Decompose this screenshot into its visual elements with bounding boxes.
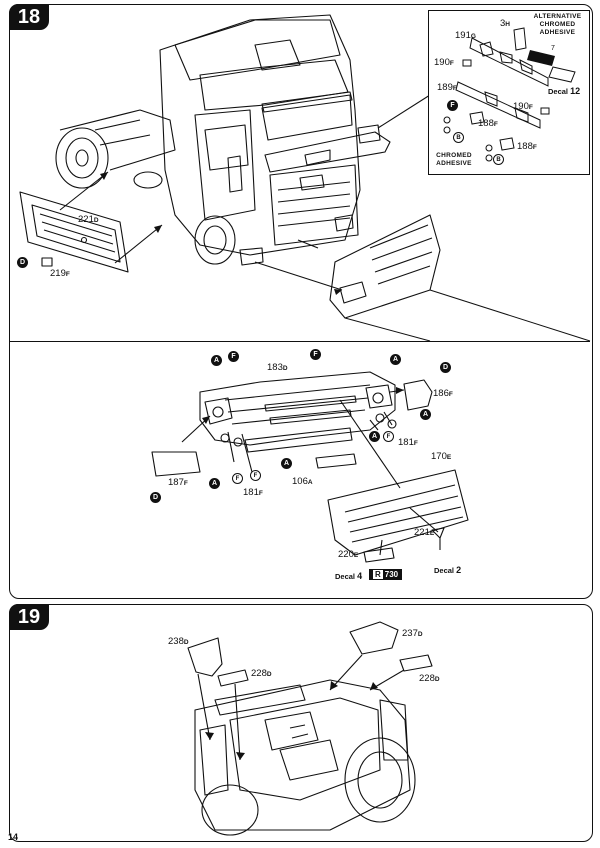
- part-label-237d: 237D: [402, 628, 423, 639]
- paint-marker-a: A: [369, 431, 380, 442]
- part-label-238d: 238D: [168, 636, 189, 647]
- paint-marker-d: D: [440, 362, 451, 373]
- part-label-188f-left: 188F: [478, 118, 498, 129]
- part-label-3h: 3H: [500, 18, 510, 29]
- paint-marker-d: D: [17, 257, 28, 268]
- page-number: 14: [8, 832, 19, 842]
- paint-marker-f: F: [228, 351, 239, 362]
- part-label-228d-right: 228D: [419, 673, 440, 684]
- paint-marker-b-right: B: [493, 154, 504, 165]
- part-label-220e: 220E: [338, 549, 359, 560]
- paint-marker-f-inset: F: [447, 100, 458, 111]
- part-label-181f-left: 181F: [243, 487, 263, 498]
- paint-marker-b-left: B: [453, 132, 464, 143]
- part-label-106a: 106A: [292, 476, 313, 487]
- part-label-183d: 183D: [267, 362, 288, 373]
- paint-marker-f-small: F: [250, 470, 261, 481]
- paint-marker-d: D: [150, 492, 161, 503]
- part-label-189f: 189F: [437, 82, 457, 93]
- part-label-191g: 191G: [455, 30, 476, 41]
- decal-2-label: Decal 2: [434, 565, 462, 575]
- paint-marker-f-small: F: [232, 473, 243, 484]
- paint-marker-a: A: [420, 409, 431, 420]
- paint-marker-a: A: [211, 355, 222, 366]
- paint-marker-f: F: [310, 349, 321, 360]
- part-label-187f: 187F: [168, 477, 188, 488]
- part-label-221d: 221D: [78, 214, 99, 225]
- decal-4-label: Decal 4: [335, 571, 363, 581]
- part-label-186f: 186F: [433, 388, 453, 399]
- paint-marker-a: A: [209, 478, 220, 489]
- step-number: 19: [9, 604, 49, 630]
- paint-marker-a: A: [390, 354, 401, 365]
- decal-12-label: Decal 12: [548, 86, 581, 96]
- part-label-188f-right: 188F: [517, 141, 537, 152]
- chrome-parts-inset: [428, 10, 590, 175]
- chromed-adhesive-caption: Chromed Adhesive: [436, 152, 472, 167]
- section-divider: [10, 341, 590, 342]
- part-label-190f-lower: 190F: [513, 101, 533, 112]
- step-number: 18: [9, 4, 49, 30]
- part-label-181f-right: 181F: [398, 437, 418, 448]
- part-label-228d-left: 228D: [251, 668, 272, 679]
- part-label-170e: 170E: [431, 451, 452, 462]
- part-label-221e: 221E: [414, 527, 435, 538]
- paint-marker-a: A: [281, 458, 292, 469]
- paint-marker-f-small: F: [383, 431, 394, 442]
- alternative-chromed-adhesive-caption: Alternative Chromed Adhesive: [533, 13, 582, 36]
- alt-adhesive-quantity: 7: [551, 45, 555, 52]
- part-label-219f: 219F: [50, 268, 70, 279]
- part-label-190f-upper: 190F: [434, 57, 454, 68]
- step-19-panel: 19: [9, 604, 593, 842]
